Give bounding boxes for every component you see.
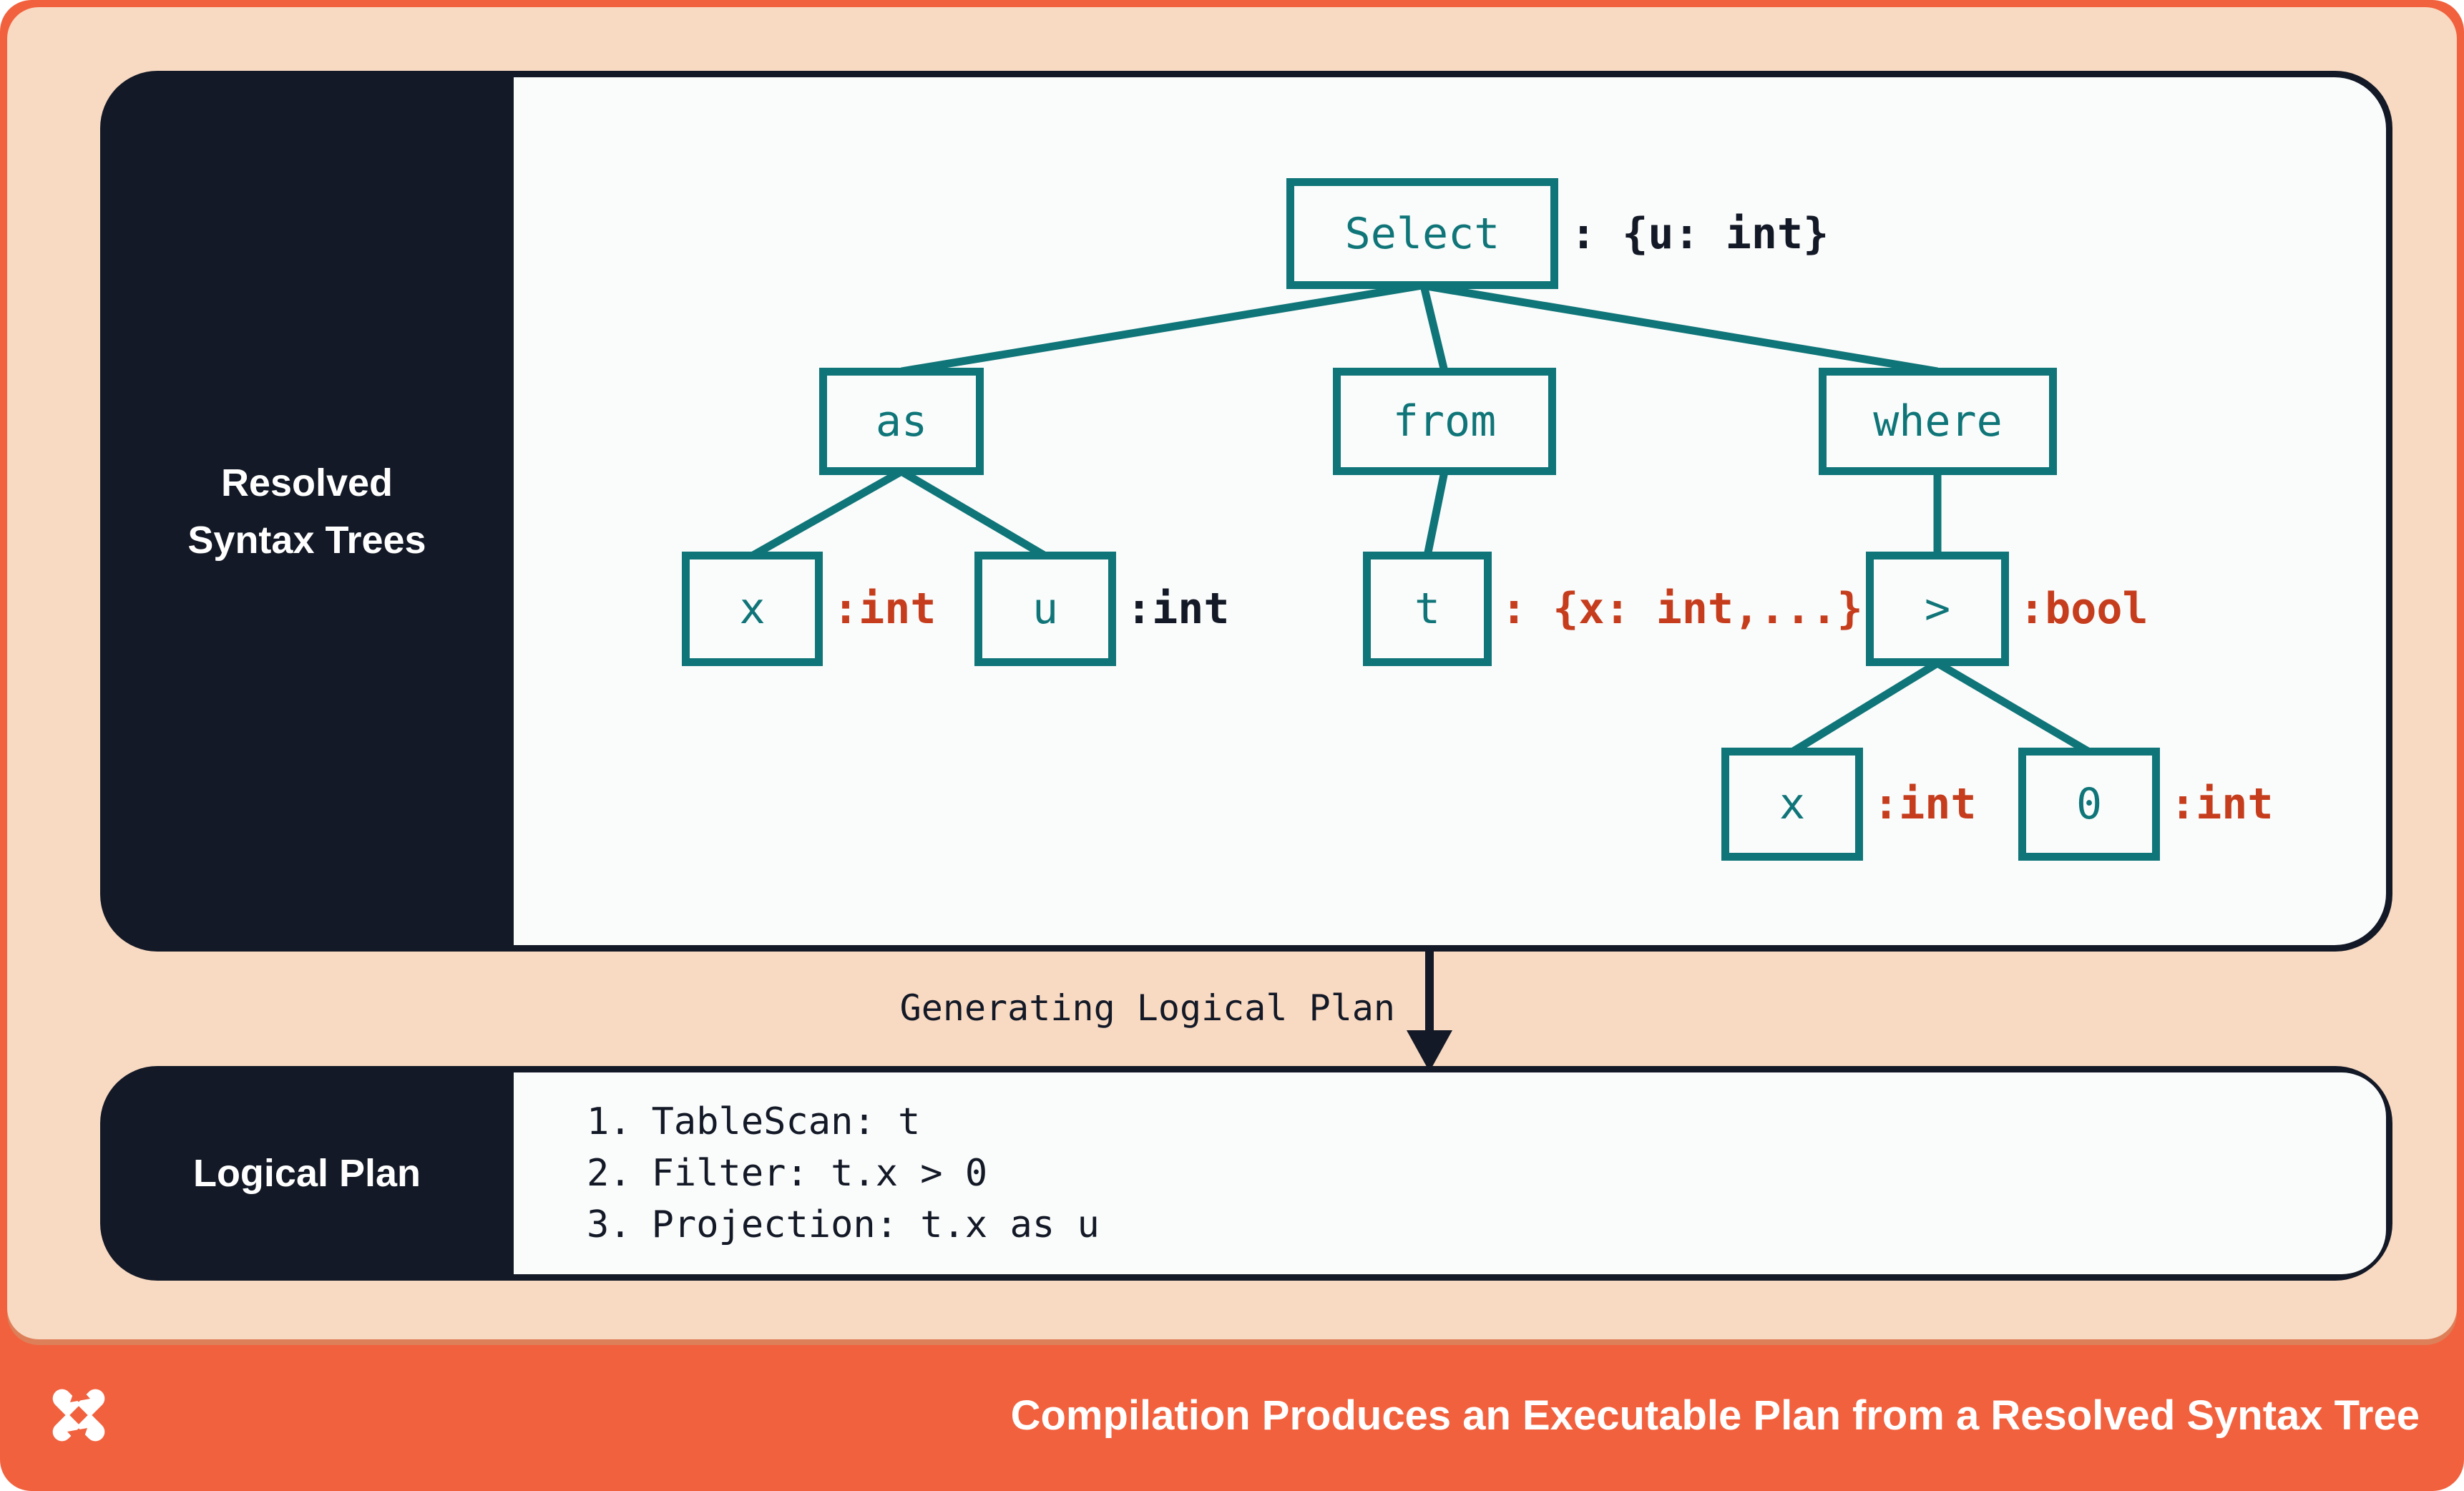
tree-node-gt: > [1866, 552, 2009, 666]
logical-plan-panel: Logical Plan 1. TableScan: t 2. Filter: … [100, 1066, 2392, 1281]
type-annotation-zero: :int [2170, 779, 2274, 829]
plan-step-text: Projection: t.x as u [651, 1203, 1100, 1246]
logical-plan-label: Logical Plan [192, 1152, 421, 1195]
tree-node-t-label: t [1414, 584, 1441, 634]
down-arrow-icon [1407, 952, 1452, 1072]
tree-node-gt-label: > [1924, 584, 1951, 634]
tree-node-u-label: u [1032, 584, 1059, 634]
type-annotation-u: :int [1126, 584, 1230, 634]
resolved-syntax-trees-panel: Resolved Syntax Trees Select [100, 71, 2392, 952]
plan-step: 1. TableScan: t [587, 1096, 1100, 1148]
logical-plan-canvas [514, 1072, 2386, 1274]
type-annotation-x1: :int [833, 584, 937, 634]
plan-step-number: 1. [587, 1100, 632, 1143]
tree-node-from: from [1333, 368, 1556, 475]
tree-node-where-label: where [1873, 396, 2003, 446]
tree-node-x1: x [682, 552, 823, 666]
tree-node-as: as [819, 368, 984, 475]
footer-bar: Compilation Produces an Executable Plan … [0, 1339, 2464, 1491]
tree-node-x2-label: x [1779, 779, 1806, 829]
logical-plan-steps: 1. TableScan: t 2. Filter: t.x > 0 3. Pr… [587, 1066, 1100, 1281]
pinwheel-x-logo-icon [52, 1384, 105, 1447]
plan-step-number: 2. [587, 1152, 632, 1195]
resolved-panel-label: Resolved Syntax Trees [100, 71, 514, 952]
tree-node-t: t [1363, 552, 1492, 666]
resolved-panel-label-line1: Resolved [220, 461, 393, 504]
type-annotation-select: : {u: int} [1570, 208, 1829, 259]
tree-node-select: Select [1286, 178, 1558, 289]
tree-node-select-label: Select [1344, 208, 1500, 259]
tree-node-x1-label: x [739, 584, 766, 634]
tree-node-from-label: from [1392, 396, 1497, 446]
tree-node-u: u [974, 552, 1116, 666]
plan-step-text: TableScan: t [651, 1100, 921, 1143]
footer-caption: Compilation Produces an Executable Plan … [1010, 1392, 2420, 1439]
tree-edges [750, 281, 2091, 756]
plan-step-text: Filter: t.x > 0 [651, 1152, 988, 1195]
syntax-tree: Select : {u: int} as from where x :int u [100, 71, 2392, 952]
plan-step: 3. Projection: t.x as u [587, 1199, 1100, 1251]
tree-node-as-label: as [875, 396, 928, 446]
type-annotation-x2: :int [1873, 779, 1977, 829]
tree-node-x2: x [1721, 748, 1863, 861]
resolved-panel-label-line2: Syntax Trees [187, 518, 426, 562]
tree-node-zero-label: 0 [2076, 779, 2103, 829]
plan-step: 2. Filter: t.x > 0 [587, 1148, 1100, 1199]
transition-label: Generating Logical Plan [899, 987, 1395, 1029]
plan-step-number: 3. [587, 1203, 632, 1246]
type-annotation-t: : {x: int,...} [1501, 584, 1863, 634]
tree-node-where: where [1819, 368, 2057, 475]
tree-node-zero: 0 [2018, 748, 2160, 861]
type-annotation-gt: :bool [2019, 584, 2148, 634]
